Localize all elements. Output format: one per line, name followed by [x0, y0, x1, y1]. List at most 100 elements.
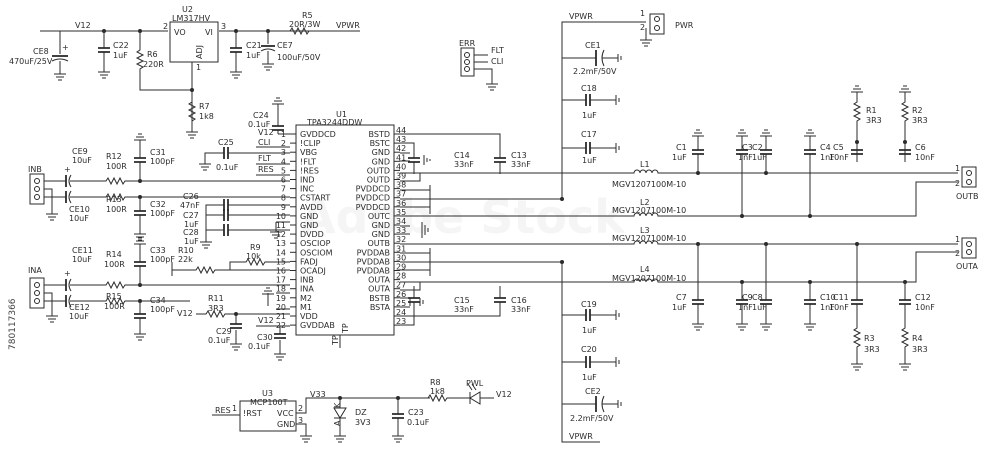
- u1-part: TPA3244DDW: [306, 118, 362, 127]
- u1-pin-label: BSTA: [370, 303, 391, 312]
- u1-pin-label: BSTC: [370, 139, 391, 148]
- u1-pin-label: M2: [300, 294, 312, 303]
- u1-pin-number: 34: [396, 217, 406, 226]
- u1-pin-number: 12: [276, 230, 286, 239]
- u1-pin-number: 9: [281, 203, 286, 212]
- net-v12: V12: [258, 128, 274, 137]
- cap-value: 1uF: [672, 153, 687, 162]
- net-v12: V12: [177, 309, 193, 318]
- u1-pin-label: VDD: [300, 312, 318, 321]
- net-v33: V33: [310, 390, 326, 399]
- ce1-value: 2.2mF/50V: [573, 67, 617, 76]
- u1-pin-number: 14: [276, 248, 286, 257]
- pwl-ref: PWL: [466, 379, 484, 388]
- net-res: RES: [215, 406, 231, 415]
- c29-ref: C29: [216, 327, 232, 336]
- err-connector: ERR FLT CLI: [459, 39, 504, 91]
- u1-pin-number: 29: [396, 263, 406, 272]
- l4-value: MGV1207100M-10: [612, 274, 686, 283]
- c31-value: 100pF: [150, 157, 175, 166]
- c18-ref: C18: [581, 84, 597, 93]
- u1-pin-label: !RES: [300, 166, 319, 175]
- r11-ref: R11: [208, 294, 224, 303]
- regulator-section: V12 VPWR + CE8 470uF/25V C22 1uF R6 220R…: [9, 5, 360, 139]
- err-cli: CLI: [491, 57, 503, 66]
- inb-label: INB: [28, 165, 42, 174]
- u1-ic: U1 TPA3244DDW GVDDCD1!CLIP2VBG3!FLT4!RES…: [276, 110, 406, 348]
- u1-pin-number: 16: [276, 267, 286, 276]
- r7-value: 1k8: [199, 112, 214, 121]
- c22-value: 1uF: [113, 51, 128, 60]
- r2-value: 3R3: [912, 116, 928, 125]
- u1-pin-label: FADJ: [300, 257, 318, 266]
- c26-value: 47nF: [180, 201, 200, 210]
- u1-pin-number: 31: [396, 244, 406, 253]
- l3-value: MGV1207100M-10: [612, 234, 686, 243]
- c16-ref: C16: [511, 296, 527, 305]
- u1-pin-number: 4: [281, 157, 286, 166]
- l2-value: MGV1207100M-10: [612, 206, 686, 215]
- r6-ref: R6: [147, 50, 158, 59]
- r12-value: 100R: [106, 162, 127, 171]
- u1-pin-number: 26: [396, 290, 406, 299]
- l2-ref: L2: [640, 198, 650, 207]
- c15-ref: C15: [454, 296, 470, 305]
- cap-value: 1uF: [752, 153, 767, 162]
- ce1-ref: CE1: [585, 41, 601, 50]
- net-v12: V12: [496, 390, 512, 399]
- r8-ref: R8: [430, 378, 441, 387]
- c27-ref: C27: [183, 211, 199, 220]
- u1-pin-number: 24: [396, 308, 406, 317]
- cap-ref: C9: [742, 293, 753, 302]
- u1-pin-label: OSCIOP: [300, 239, 331, 248]
- c26-ref: C26: [183, 192, 199, 201]
- ce11-value: 10uF: [72, 255, 92, 264]
- cap-value: 10nF: [915, 153, 935, 162]
- u1-pin-label: AVDD: [300, 203, 323, 212]
- u1-pin-number: 19: [276, 294, 286, 303]
- u1-pin-label: CSTART: [300, 194, 330, 203]
- u1-pin-label: IND: [300, 176, 315, 185]
- u2-pin-num: 2: [163, 22, 168, 31]
- r15-ref: R15: [106, 292, 122, 301]
- u1-pin-label: !FLT: [300, 157, 316, 166]
- u1-pin-number: 39: [396, 172, 406, 181]
- r14-ref: R14: [106, 250, 122, 259]
- u3-pin-num: 2: [298, 404, 303, 413]
- ce2-value: 2.2mF/50V: [570, 414, 614, 423]
- c15-value: 33nF: [454, 305, 474, 314]
- u3-pin-rst: !RST: [243, 409, 262, 418]
- svg-text:+: +: [64, 165, 71, 174]
- c32-ref: C32: [150, 200, 166, 209]
- u1-pin-label: M1: [300, 303, 312, 312]
- u1-pin-label: OSCIOM: [300, 248, 333, 257]
- r10-value: 22k: [178, 255, 193, 264]
- u1-pin-label: GVDDCD: [300, 130, 336, 139]
- u1-pin-number: 2: [281, 139, 286, 148]
- u1-pin-number: 10: [276, 212, 286, 221]
- output-filters: L1 MGV1207100M-10 L2 MGV1207100M-10 L3 M…: [612, 85, 979, 371]
- u1-pin-label: PVDDCD: [356, 185, 390, 194]
- c30-value: 0.1uF: [248, 342, 271, 351]
- u3-pin-num: 3: [298, 416, 303, 425]
- u1-right-support: C14 33nF C13 33nF C15 33nF C16 33nF VPWR…: [400, 9, 694, 443]
- supervisor-section: U3 MCP100T !RST VCC GND 1 2 3 RES V33 DZ…: [212, 378, 512, 443]
- ce8-ref: CE8: [33, 47, 49, 56]
- c25-value: 0.1uF: [216, 163, 239, 172]
- u1-pin-number: 25: [396, 299, 406, 308]
- u1-pin-number: 38: [396, 181, 406, 190]
- u2-pin-vi: VI: [205, 28, 213, 37]
- pin-num: 1: [955, 164, 960, 173]
- r4-value: 3R3: [912, 345, 928, 354]
- c32-value: 100pF: [150, 209, 175, 218]
- u1-pin-label: OUTC: [368, 212, 391, 221]
- pwr-label: PWR: [675, 21, 694, 30]
- cap-value: 1uF: [672, 303, 687, 312]
- u1-pin-number: 33: [396, 226, 406, 235]
- c24-value: 0.1uF: [248, 120, 271, 129]
- svg-text:A: A: [333, 420, 342, 426]
- c16-value: 33nF: [511, 305, 531, 314]
- c14-value: 33nF: [454, 160, 474, 169]
- svg-text:+: +: [62, 43, 69, 52]
